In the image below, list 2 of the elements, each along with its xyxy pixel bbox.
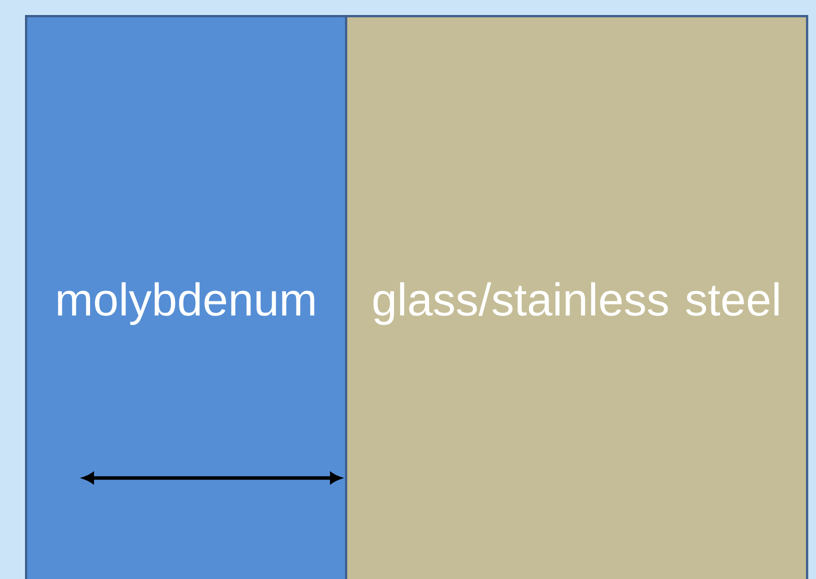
material-region: molybdenum <box>25 15 348 579</box>
material-region: glass/stainless steel <box>345 15 808 579</box>
